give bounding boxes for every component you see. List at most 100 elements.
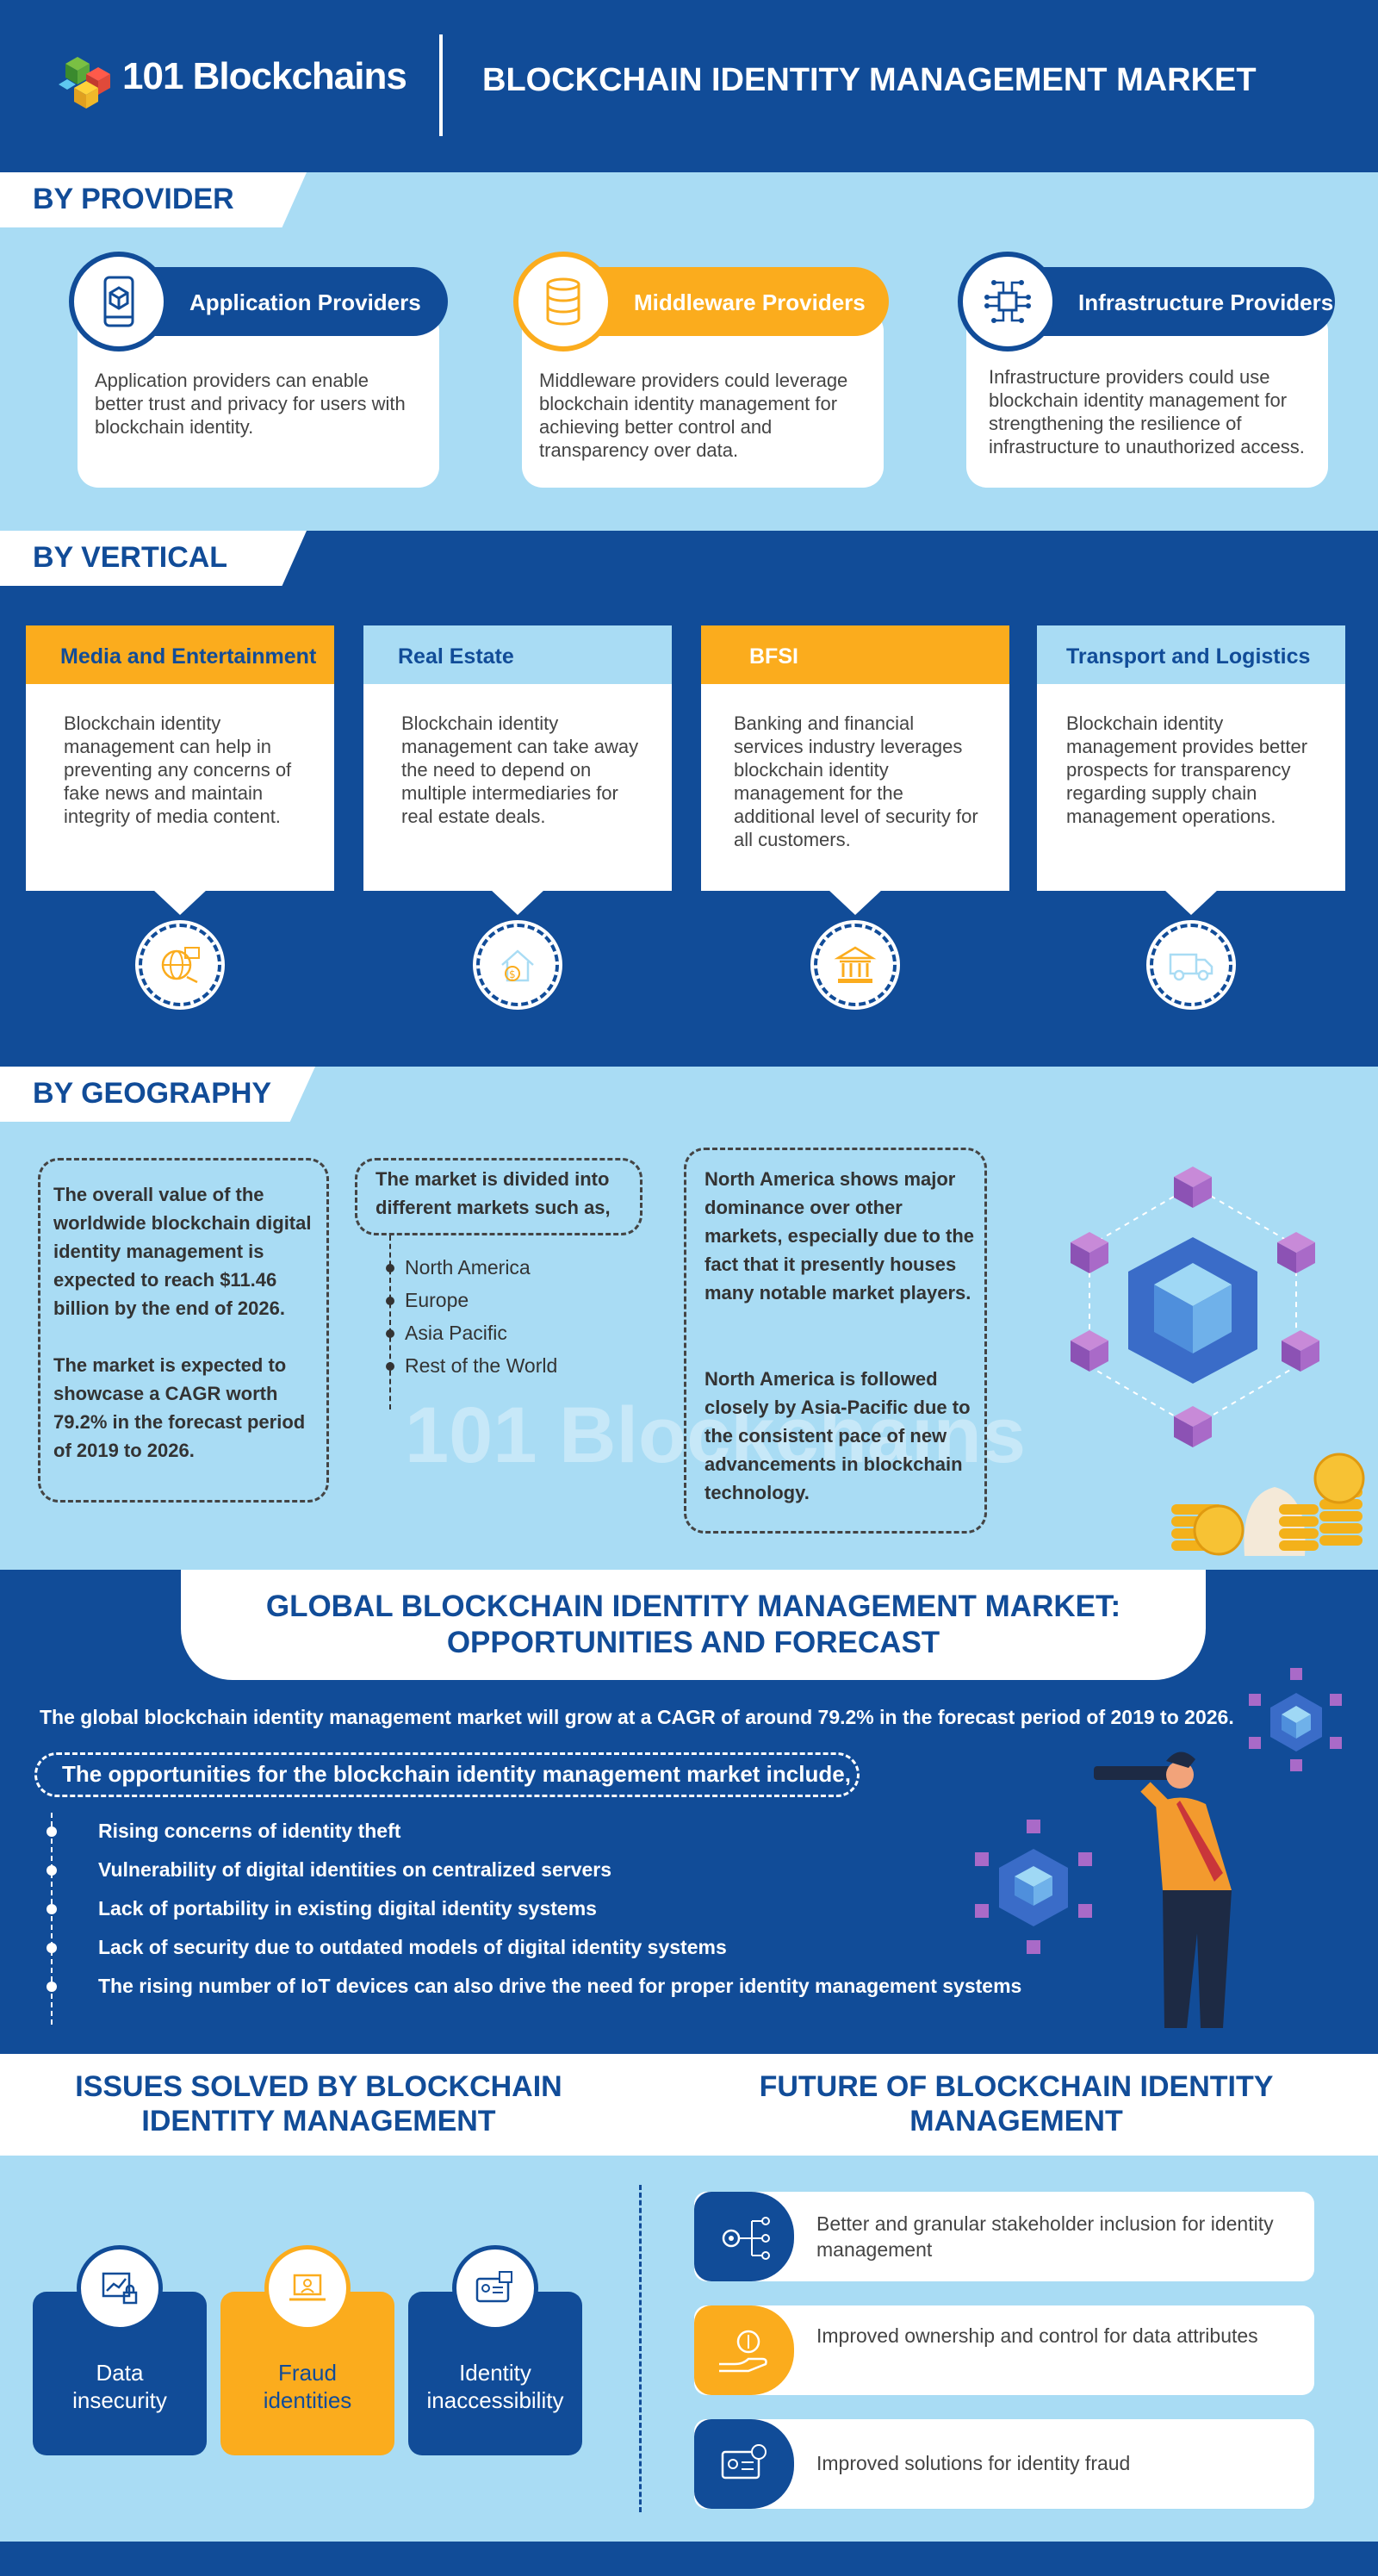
vertical-desc-real-estate: Blockchain identity management can take … — [401, 712, 639, 827]
page-title: BLOCKCHAIN IDENTITY MANAGEMENT MARKET — [482, 62, 1257, 98]
geo-na-text-2: North America is followed closely by Asi… — [705, 1368, 971, 1503]
id-card-lock-icon — [452, 2245, 538, 2331]
future-card-stakeholder — [694, 2192, 1314, 2281]
small-blockchain-icon — [1249, 1668, 1342, 1771]
issues-title-line-1: ISSUES SOLVED BY BLOCKCHAIN — [75, 2070, 562, 2103]
logo-cubes-icon — [59, 57, 110, 109]
bank-icon — [810, 920, 900, 1010]
vertical-pointer — [490, 889, 545, 915]
future-text-identity-fraud: Improved solutions for identity fraud — [816, 2452, 1131, 2474]
cube-phone-icon — [69, 252, 169, 352]
provider-desc-application: Application providers can enable better … — [95, 370, 406, 438]
issue-label-line-1: Identity — [459, 2360, 531, 2386]
geo-divided-intro: The market is divided into different mar… — [376, 1168, 611, 1218]
vertical-section-title: BY VERTICAL — [0, 531, 307, 586]
opportunities-line — [51, 1813, 53, 2025]
geography-section-title: BY GEOGRAPHY — [0, 1067, 315, 1122]
svg-text:$: $ — [509, 968, 516, 980]
vertical-pointer — [152, 889, 208, 915]
laptop-user-icon — [264, 2245, 351, 2331]
list-dot — [47, 1826, 57, 1837]
list-dot — [47, 1904, 57, 1914]
list-dot — [47, 1865, 57, 1876]
list-dot — [47, 1982, 57, 1992]
vertical-desc-media: Blockchain identity management can help … — [64, 712, 292, 827]
vertical-card-real-estate — [363, 684, 672, 891]
provider-desc-middleware: Middleware providers could leverage bloc… — [539, 370, 848, 461]
global-banner — [181, 1570, 1206, 1680]
vertical-head-media: Media and Entertainment — [26, 625, 334, 684]
bottom-divider — [639, 2185, 642, 2512]
region-item: Europe — [405, 1289, 469, 1311]
list-dot — [386, 1329, 394, 1338]
footer-bar — [0, 2542, 1378, 2576]
future-card-ownership — [694, 2305, 1314, 2395]
list-dot — [47, 1943, 57, 1953]
geo-na-text-1: North America shows major dominance over… — [705, 1168, 975, 1304]
header: 101 Blockchains BLOCKCHAIN IDENTITY MANA… — [0, 0, 1378, 172]
future-text-ownership: Improved ownership and control for data … — [816, 2324, 1258, 2347]
truck-icon — [1146, 920, 1236, 1010]
opportunity-item: Vulnerability of digital identities on c… — [98, 1858, 612, 1881]
coins-icon — [1171, 1453, 1365, 1556]
vertical-card-media — [26, 684, 334, 891]
future-card-identity-fraud — [694, 2419, 1314, 2509]
gear-network-icon — [694, 2192, 794, 2281]
vertical-desc-transport: Blockchain identity management provides … — [1066, 712, 1308, 827]
globe-media-icon — [135, 920, 225, 1010]
issues-title-line-2: IDENTITY MANAGEMENT — [141, 2105, 496, 2137]
vertical-head-bfsi: BFSI — [701, 625, 1009, 684]
provider-section-title: BY PROVIDER — [0, 172, 307, 227]
blockchain-network-small-icon — [975, 1820, 1092, 1954]
issue-label-line-2: inaccessibility — [426, 2387, 564, 2413]
future-title-line-1: FUTURE OF BLOCKCHAIN IDENTITY — [759, 2070, 1274, 2103]
logo-text: 101 Blockchains — [122, 55, 407, 97]
opportunity-item: Lack of security due to outdated models … — [98, 1936, 727, 1958]
list-dot — [386, 1362, 394, 1371]
region-item: North America — [405, 1256, 531, 1279]
id-card-gear-icon — [694, 2419, 794, 2509]
future-title-line-2: MANAGEMENT — [909, 2105, 1123, 2137]
hand-coin-icon — [694, 2305, 794, 2395]
future-text-stakeholder: Better and granular stakeholder inclusio… — [816, 2212, 1274, 2261]
blockchain-network-illustration — [1071, 1167, 1365, 1556]
geo-value-text-2: The market is expected to showcase a CAG… — [53, 1354, 306, 1461]
geo-value-text-1: The overall value of the worldwide block… — [53, 1184, 312, 1319]
vertical-head-transport: Transport and Logistics — [1037, 625, 1345, 684]
house-dollar-icon: $ — [473, 920, 562, 1010]
issues-title: ISSUES SOLVED BY BLOCKCHAIN IDENTITY MAN… — [34, 2069, 603, 2138]
geo-divided-box — [355, 1158, 642, 1235]
opportunity-item: Rising concerns of identity theft — [98, 1820, 401, 1842]
geo-list-line — [389, 1235, 391, 1409]
opportunities-intro-box — [34, 1752, 860, 1797]
future-title: FUTURE OF BLOCKCHAIN IDENTITY MANAGEMENT — [715, 2069, 1318, 2138]
header-divider — [439, 34, 443, 136]
circuit-chip-icon — [958, 252, 1058, 352]
bottom-header — [0, 2054, 1378, 2156]
opportunity-item: Lack of portability in existing digital … — [98, 1897, 597, 1920]
geo-value-box — [38, 1158, 329, 1503]
vertical-desc-bfsi: Banking and financial services industry … — [734, 712, 978, 850]
issue-label-line-1: Data — [96, 2360, 144, 2386]
watermark-text: 101 Blockchains — [405, 1391, 1027, 1479]
list-dot — [386, 1264, 394, 1272]
issue-label-line-2: identities — [263, 2387, 352, 2413]
region-item: Asia Pacific — [405, 1322, 507, 1344]
vertical-card-bfsi — [701, 684, 1009, 891]
opportunity-item: The rising number of IoT devices can als… — [98, 1975, 1022, 1997]
opportunities-intro: The opportunities for the blockchain ide… — [62, 1761, 851, 1787]
vertical-pointer — [1164, 889, 1219, 915]
vertical-head-real-estate: Real Estate — [363, 625, 672, 684]
list-dot — [386, 1297, 394, 1305]
global-title-line-2: OPPORTUNITIES AND FORECAST — [446, 1626, 940, 1659]
global-cagr-text: The global blockchain identity managemen… — [40, 1706, 1234, 1728]
database-icon — [513, 252, 613, 352]
person-telescope-illustration — [1094, 1752, 1232, 2028]
geo-na-box — [684, 1148, 987, 1534]
vertical-card-transport — [1037, 684, 1345, 891]
issue-label-line-2: insecurity — [72, 2387, 167, 2413]
issue-label-line-1: Fraud — [278, 2360, 337, 2386]
region-item: Rest of the World — [405, 1354, 558, 1377]
global-title: GLOBAL BLOCKCHAIN IDENTITY MANAGEMENT MA… — [181, 1589, 1206, 1661]
provider-desc-infrastructure: Infrastructure providers could use block… — [989, 366, 1305, 457]
